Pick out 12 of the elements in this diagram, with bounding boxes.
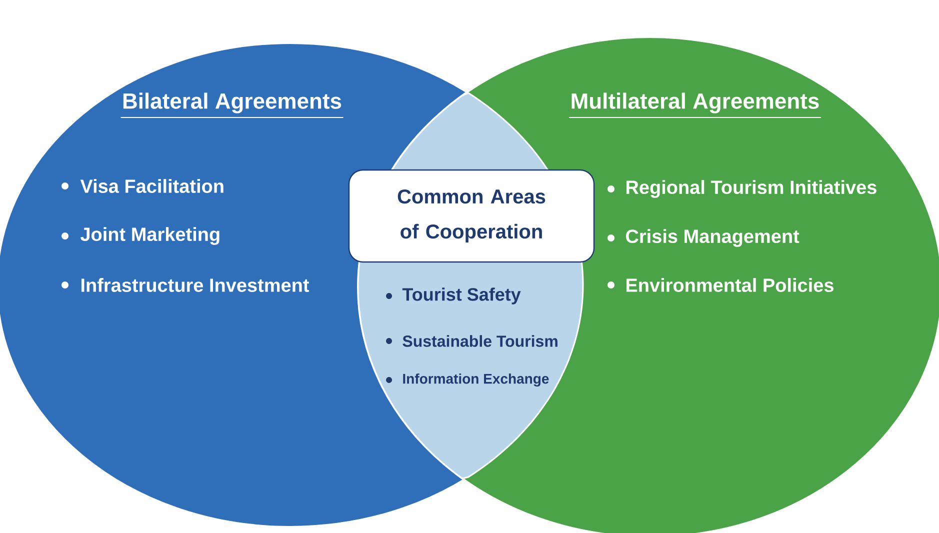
label-box: Common Areas of Cooperation [348, 169, 595, 263]
bullet-item: Visa Facilitation [62, 179, 224, 193]
bullet-item: Information Exchange [386, 373, 549, 387]
bullet-item: Regional Tourism Initiatives [608, 180, 876, 198]
bullet-item: Tourist Safety [386, 288, 521, 304]
bullet-item: Sustainable Tourism [386, 335, 558, 347]
bullet-item: Environmental Policies [608, 278, 834, 292]
bullet-item: Crisis Management [608, 229, 800, 247]
bullet-item: Infrastructure Investment [62, 278, 310, 292]
heading: Bilateral Agreements [120, 92, 344, 118]
bullet-item: Joint Marketing [62, 227, 220, 245]
heading: Multilateral Agreements [568, 92, 822, 118]
